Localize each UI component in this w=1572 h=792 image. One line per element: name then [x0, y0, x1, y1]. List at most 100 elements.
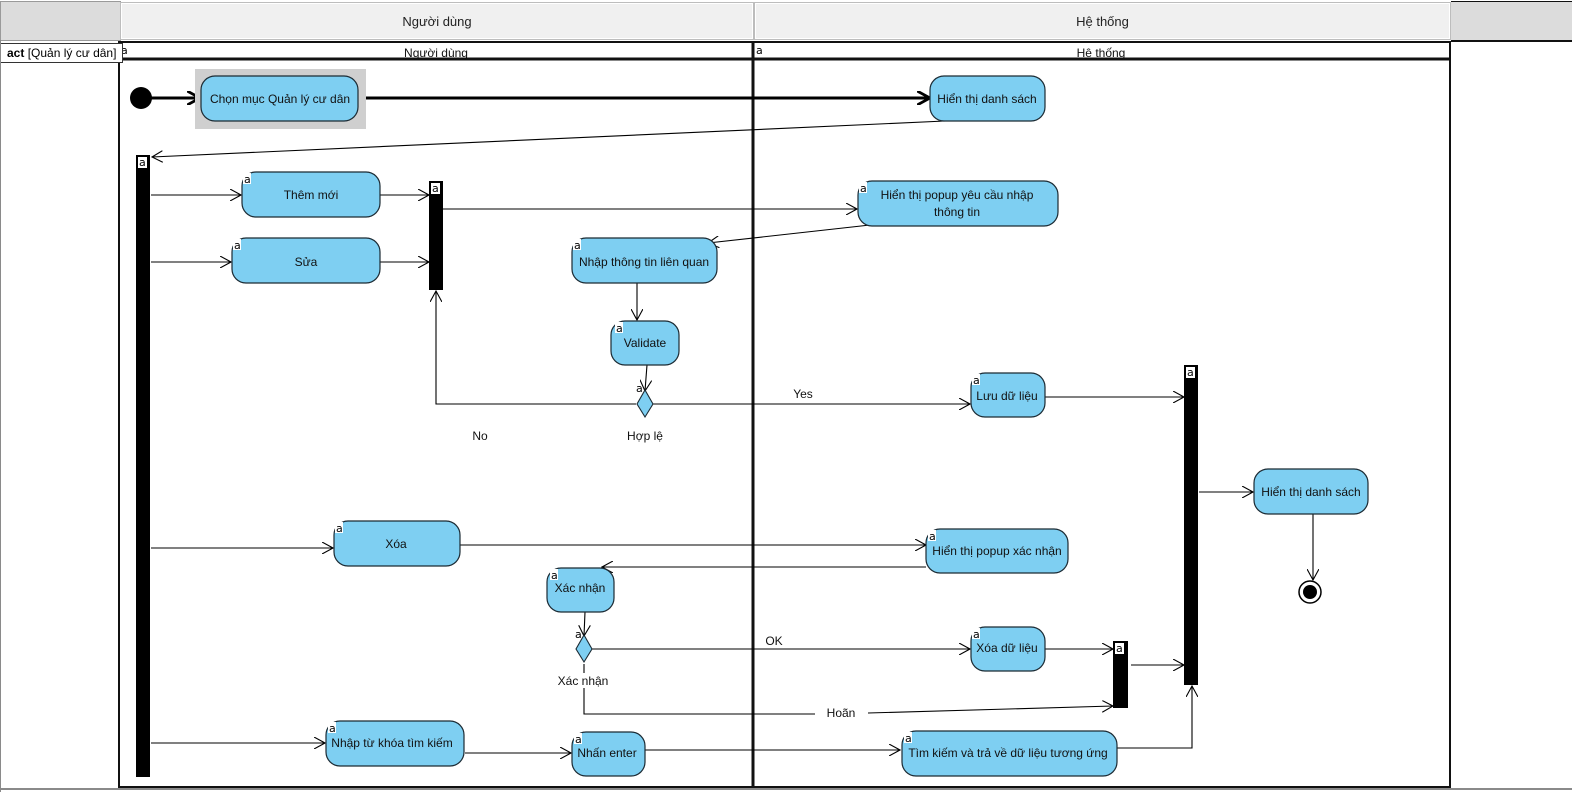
action-show-popup-input-shape — [857, 180, 1059, 227]
decision-confirm-label-bg — [552, 673, 616, 688]
annotation-box — [233, 239, 241, 250]
annotation-box — [550, 569, 558, 580]
action-show-list-top[interactable]: Hiển thị danh sách — [929, 75, 1046, 122]
edge-confirm-to-decision — [584, 611, 585, 636]
annotation-glyph: a — [973, 374, 980, 387]
annotation-box — [928, 530, 936, 541]
edge-showlist-to-fork — [152, 120, 946, 157]
join-delete[interactable]: a — [1113, 641, 1128, 708]
annotation-glyph: a — [616, 322, 623, 335]
guard-no: No — [472, 429, 488, 443]
action-confirm-label: Xác nhận — [555, 581, 606, 595]
action-search-return-label: Tìm kiếm và trả về dữ liệu tương ứng — [908, 746, 1107, 760]
action-add-new-label: Thêm mới — [284, 188, 339, 202]
join-add-edit[interactable]: a — [429, 181, 443, 290]
annotation-box — [1115, 643, 1124, 654]
action-delete-data[interactable]: a Xóa dữ liệu — [970, 626, 1046, 672]
partition-system-label[interactable]: Hệ thống — [1077, 46, 1126, 60]
action-search-return[interactable]: a Tìm kiếm và trả về dữ liệu tương ứng — [901, 730, 1118, 777]
initial-node[interactable] — [130, 87, 152, 109]
action-add-new[interactable]: a Thêm mới — [241, 171, 381, 218]
frame-tab: act [Quản lý cư dân] — [1, 43, 124, 63]
action-save-data-label: Lưu dữ liệu — [976, 389, 1037, 403]
annotation-glyph: a — [244, 173, 251, 186]
action-show-list-top-label: Hiển thị danh sách — [937, 92, 1036, 106]
final-node[interactable] — [1298, 580, 1322, 604]
decision-valid-diamond — [636, 388, 654, 419]
action-edit[interactable]: a Sửa — [231, 237, 381, 284]
action-enter-info-label: Nhập thông tin liên quan — [579, 255, 709, 269]
join-add-edit-bar — [429, 181, 443, 290]
action-validate[interactable]: a Validate — [610, 320, 680, 366]
header-lane-system[interactable]: Hệ thống — [754, 2, 1451, 40]
action-show-list-top-shape — [929, 75, 1046, 122]
annotation-glyph: a — [973, 628, 980, 641]
action-delete[interactable]: a Xóa — [333, 520, 461, 567]
bottom-rule — [0, 788, 1572, 790]
fork-main-bar — [136, 155, 150, 777]
annotation-glyph: a — [575, 733, 582, 746]
action-search-return-shape — [901, 730, 1118, 777]
annotation-box — [243, 173, 251, 184]
action-delete-label: Xóa — [385, 537, 407, 551]
annotation-box — [904, 732, 912, 743]
edge-popup-to-enterinfo — [708, 224, 871, 243]
annotation-glyph: a — [574, 239, 581, 252]
annotation-box — [328, 722, 336, 733]
action-enter-keyword-shape — [325, 720, 465, 767]
action-save-data[interactable]: a Lưu dữ liệu — [970, 372, 1046, 418]
header-lane-user[interactable]: Người dùng — [120, 2, 754, 40]
annotation-box — [1186, 367, 1195, 378]
edge-validate-to-decision — [645, 364, 647, 391]
action-show-popup-confirm[interactable]: a Hiển thị popup xác nhận — [925, 528, 1069, 574]
guard-cancel: Hoãn — [827, 706, 856, 720]
action-enter-info-shape — [571, 237, 718, 284]
edge-search-to-bigjoin — [1117, 686, 1192, 749]
action-enter-keyword[interactable]: a Nhập từ khóa tìm kiếm — [325, 720, 465, 767]
action-show-list-final-shape — [1253, 468, 1369, 515]
decision-confirm-diamond — [575, 633, 593, 664]
partition-user-label[interactable]: Người dùng — [404, 46, 468, 60]
annotation-glyph: a — [329, 722, 336, 735]
action-confirm[interactable]: a Xác nhận — [546, 567, 615, 613]
action-press-enter[interactable]: a Nhấn enter — [571, 731, 646, 777]
annotation-glyph: a — [860, 182, 867, 195]
frame-border — [118, 41, 1451, 788]
annotation-box — [138, 157, 147, 168]
annotation-glyph: a — [929, 530, 936, 543]
frame-keyword: act — [7, 46, 25, 60]
guard-ok: OK — [765, 634, 782, 648]
annotation-glyph: a — [636, 382, 643, 395]
decision-confirm[interactable]: a Xác nhận — [552, 628, 616, 688]
action-show-list-final[interactable]: Hiển thị danh sách — [1253, 468, 1369, 515]
edge-decision-cancel-a — [583, 664, 815, 715]
action-show-popup-input[interactable]: a Hiển thị popup yêu cầu nhập thông tin — [857, 180, 1059, 227]
annotation-box — [574, 733, 582, 744]
action-choose-menu[interactable]: Chọn mục Quản lý cư dân — [195, 69, 366, 129]
annotation-box — [615, 322, 623, 333]
annotation-glyph: a — [234, 239, 241, 252]
annotation-glyph: a — [756, 44, 763, 57]
join-final[interactable]: a — [1184, 365, 1198, 685]
edges — [150, 98, 1313, 753]
action-enter-info[interactable]: a Nhập thông tin liên quan — [571, 237, 718, 284]
action-edit-shape — [231, 237, 381, 284]
annotation-box — [573, 239, 581, 250]
annotation-glyph: a — [432, 182, 439, 195]
action-delete-data-shape — [970, 626, 1046, 672]
action-validate-shape — [610, 320, 680, 366]
action-enter-keyword-label: Nhập từ khóa tìm kiếm — [331, 736, 452, 750]
join-final-bar — [1184, 365, 1198, 685]
edge-decision-no — [436, 291, 636, 405]
left-rail — [0, 40, 1, 792]
annotation-glyph: a — [121, 44, 128, 57]
action-delete-shape — [333, 520, 461, 567]
fork-main[interactable]: a — [136, 155, 150, 777]
action-save-data-shape — [970, 372, 1046, 418]
annotation-glyph: a — [1187, 366, 1194, 379]
decision-valid[interactable]: a Hợp lệ — [627, 382, 663, 443]
annotation-box — [431, 183, 440, 194]
final-node-dot — [1303, 585, 1317, 599]
action-add-new-shape — [241, 171, 381, 218]
